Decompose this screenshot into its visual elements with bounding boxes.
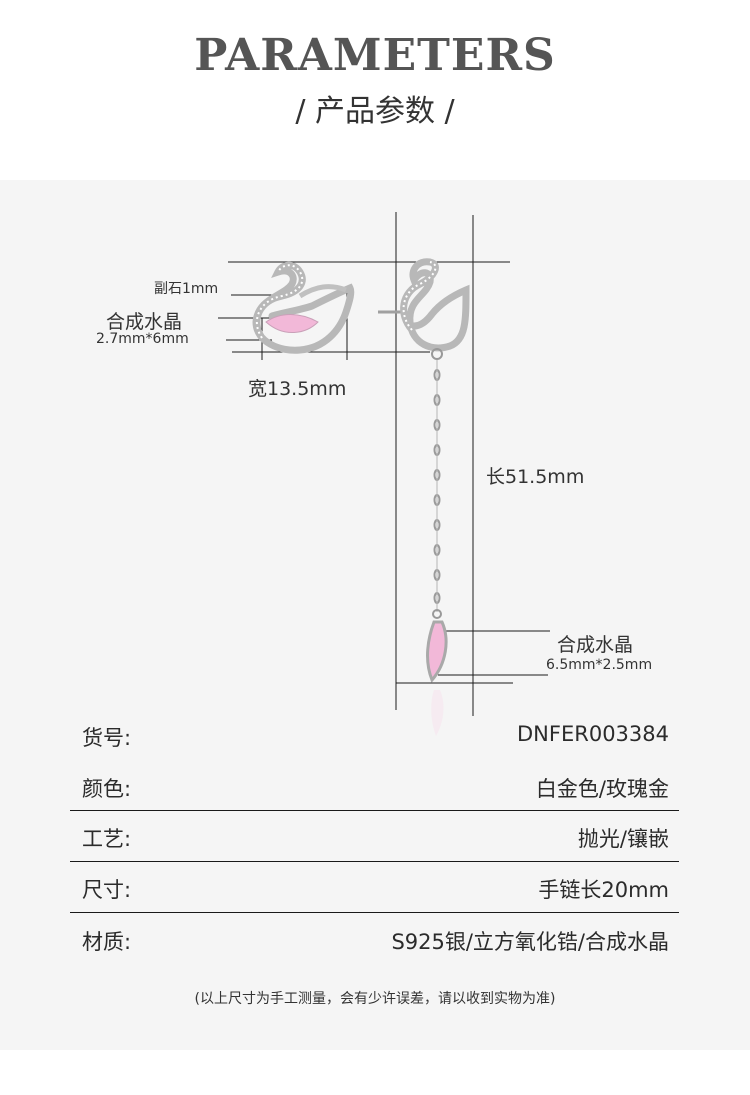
crystal-label-left: 合成水晶 [106,311,183,333]
spec-key: 颜色: [82,777,132,801]
swan-drop-image [378,258,470,736]
spec-key: 材质: [82,930,132,954]
spec-row-item-number: 货号: DNFER003384 [70,710,679,761]
swan-stud-image [252,261,355,354]
spec-value: S925银/立方氧化锆/合成水晶 [391,930,669,954]
spec-key: 尺寸: [82,878,132,902]
spec-row-craft: 工艺: 抛光/镶嵌 [70,811,679,862]
crystal-label-right: 合成水晶 [557,634,634,656]
spec-value: DNFER003384 [517,722,669,746]
spec-row-material: 材质: S925银/立方氧化锆/合成水晶 [70,914,679,965]
spec-value: 手链长20mm [538,878,669,902]
spec-value: 抛光/镶嵌 [577,827,669,851]
length-label: 长51.5mm [486,466,585,488]
spec-row-color: 颜色: 白金色/玫瑰金 [70,761,679,812]
table-divider [70,861,679,862]
spec-value: 白金色/玫瑰金 [535,777,669,801]
width-label: 宽13.5mm [248,378,347,400]
crystal-size-right: 6.5mm*2.5mm [546,657,653,673]
crystal-size-left: 2.7mm*6mm [96,331,189,347]
parameters-panel [0,180,750,1050]
page-subtitle: / 产品参数 / [295,94,455,129]
spec-key: 工艺: [82,827,132,851]
page-title: PARAMETERS [194,30,556,81]
side-stone-label: 副石1mm [154,281,219,297]
measurement-note: (以上尺寸为手工测量，会有少许误差，请以收到实物为准) [194,991,556,1007]
table-divider [70,810,679,811]
spec-row-size: 尺寸: 手链长20mm [70,862,679,913]
spec-key: 货号: [82,726,132,750]
table-divider [70,912,679,913]
